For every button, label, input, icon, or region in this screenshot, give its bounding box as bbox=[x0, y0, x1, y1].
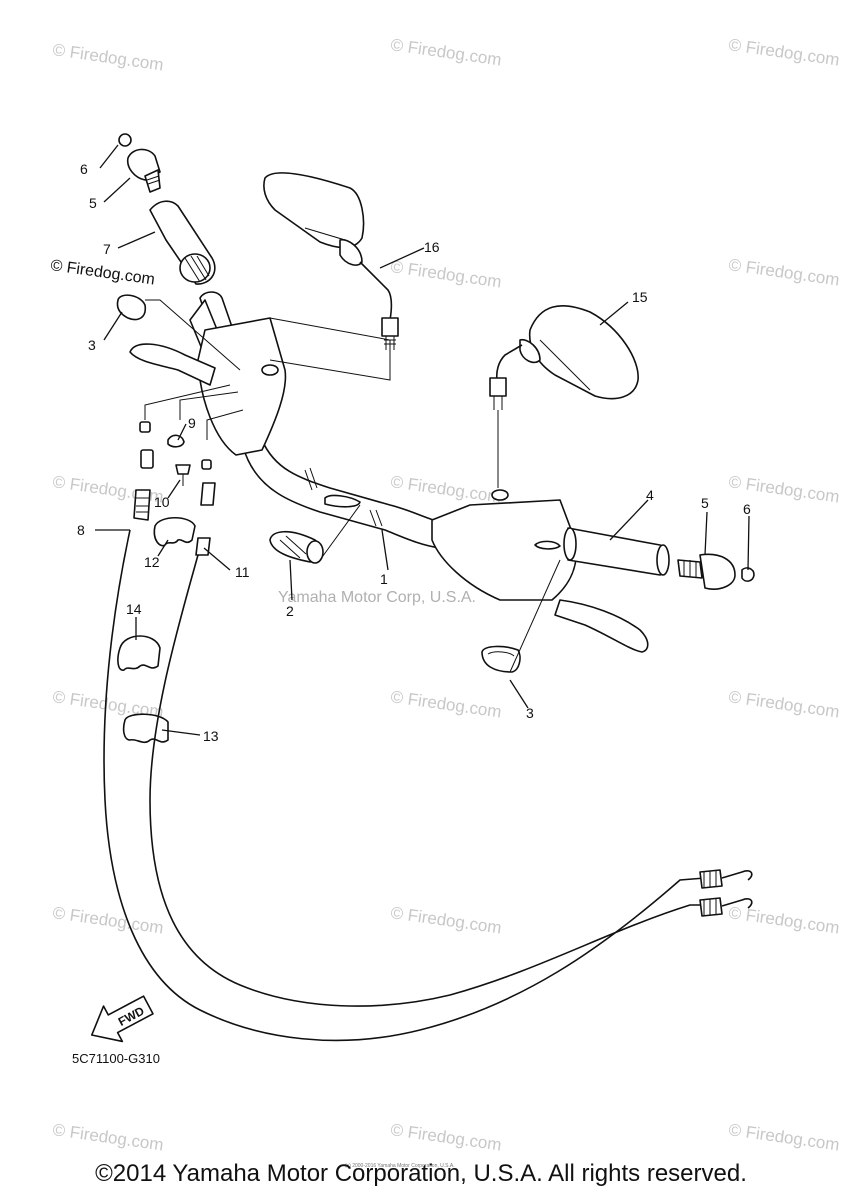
center-watermark: Yamaha Motor Corp, U.S.A. bbox=[278, 589, 476, 606]
watermark: © Firedog.com bbox=[727, 35, 840, 69]
assembly-lines bbox=[144, 299, 561, 673]
callout-9: 9 bbox=[188, 415, 196, 431]
cable-hardware bbox=[133, 421, 216, 556]
grommet bbox=[481, 645, 521, 673]
mirror-right bbox=[489, 304, 639, 410]
watermark: © Firedog.com bbox=[727, 1120, 840, 1154]
watermark: © Firedog.com bbox=[51, 1120, 164, 1154]
callout-11: 11 bbox=[235, 564, 250, 580]
callout-1: 1 bbox=[380, 571, 388, 587]
watermark: © Firedog.com bbox=[389, 903, 502, 937]
callout-5: 5 bbox=[89, 195, 97, 211]
cable-clamps bbox=[117, 516, 196, 744]
leader-lines bbox=[95, 144, 750, 736]
callout-15: 15 bbox=[632, 289, 648, 305]
watermark: © Firedog.com bbox=[389, 257, 502, 291]
callout-5: 5 bbox=[701, 495, 709, 511]
watermark: © Firedog.com bbox=[727, 687, 840, 721]
callout-4: 4 bbox=[646, 487, 654, 503]
callout-3: 3 bbox=[88, 337, 96, 353]
handlebar bbox=[129, 291, 649, 653]
callout-14: 14 bbox=[126, 601, 142, 617]
watermark: © Firedog.com bbox=[389, 1120, 502, 1154]
copyright-footer: ©2014 Yamaha Motor Corporation, U.S.A. A… bbox=[95, 1160, 747, 1187]
grip-rubber bbox=[269, 530, 324, 564]
callout-3: 3 bbox=[526, 705, 534, 721]
callout-8: 8 bbox=[77, 522, 85, 538]
fwd-arrow: FWD bbox=[90, 995, 154, 1043]
callout-6: 6 bbox=[80, 161, 88, 177]
watermark: © Firedog.com bbox=[389, 687, 502, 721]
throttle-grip bbox=[563, 527, 670, 576]
watermark: © Firedog.com bbox=[389, 35, 502, 69]
watermark-dark: © Firedog.com bbox=[49, 257, 155, 288]
watermark: © Firedog.com bbox=[51, 903, 164, 937]
diagram-code: 5C71100-G310 bbox=[72, 1051, 160, 1066]
grommet bbox=[116, 294, 147, 321]
callouts: 1 2 3 3 4 5 5 6 6 7 8 9 10 11 12 13 14 1… bbox=[77, 161, 751, 744]
right-bar-end bbox=[677, 553, 755, 590]
left-grip bbox=[118, 133, 216, 285]
callout-16: 16 bbox=[424, 239, 440, 255]
callout-7: 7 bbox=[103, 241, 111, 257]
callout-2: 2 bbox=[286, 603, 294, 619]
watermark: © Firedog.com bbox=[389, 472, 502, 506]
watermark: © Firedog.com bbox=[727, 255, 840, 289]
callout-6: 6 bbox=[743, 501, 751, 517]
throttle-cables bbox=[103, 529, 753, 1042]
watermark: © Firedog.com bbox=[51, 40, 164, 74]
mirror-left bbox=[263, 172, 399, 350]
watermark: © Firedog.com bbox=[727, 903, 840, 937]
callout-13: 13 bbox=[203, 728, 219, 744]
callout-10: 10 bbox=[154, 494, 170, 510]
callout-12: 12 bbox=[144, 554, 160, 570]
tiny-notice: (c) 2000-2016 Yamaha Motor Corporation, … bbox=[345, 1163, 455, 1169]
